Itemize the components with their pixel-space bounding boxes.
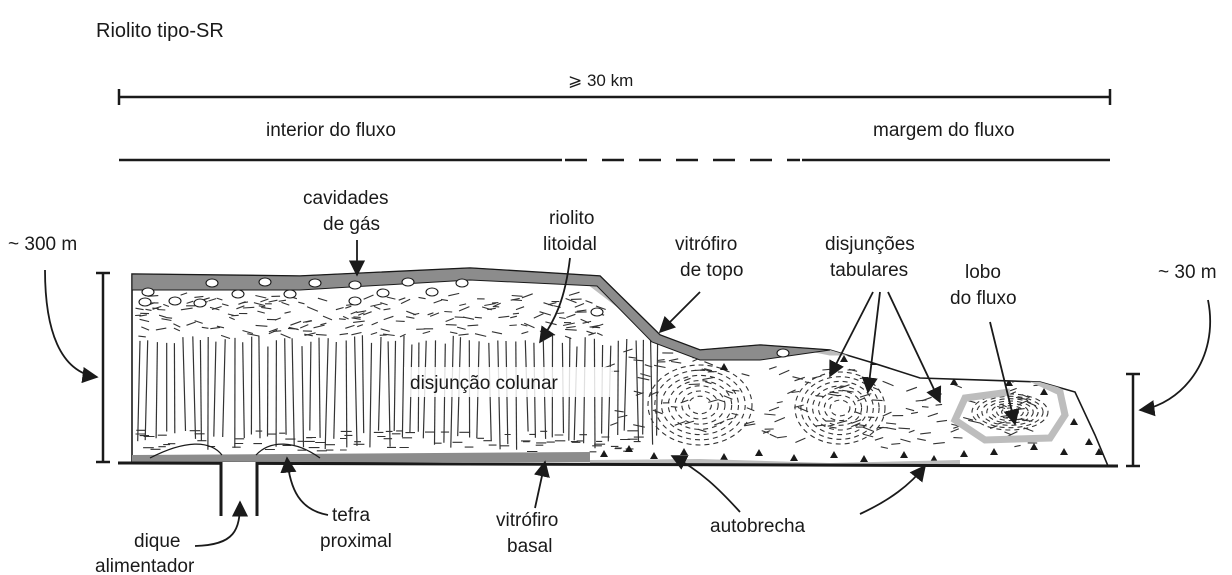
label-tefra-2: proximal (320, 531, 392, 552)
label-vitrofiro-topo-1: vitrófiro (675, 234, 737, 255)
arrow-vitrofiro-topo (660, 292, 700, 332)
height-left-label: ~ 300 m (8, 234, 77, 255)
label-vitrofiro-topo-2: de topo (680, 260, 743, 281)
height-scale-left (96, 273, 110, 462)
label-cavidades-2: de gás (323, 214, 380, 235)
label-dique-1: dique (134, 531, 181, 552)
label-riolito-2: litoidal (543, 234, 597, 255)
height-scale-right (1126, 374, 1140, 466)
height-left-arrow (45, 270, 97, 377)
label-lobo-1: lobo (965, 262, 1001, 283)
label-vitrofiro-basal-2: basal (507, 536, 552, 557)
label-riolito-1: riolito (549, 208, 594, 229)
zone-margin-label: margem do fluxo (873, 120, 1015, 141)
label-disjuncao-colunar: disjunção colunar (410, 373, 559, 394)
arrow-tefra (287, 458, 328, 515)
label-tefra-1: tefra (332, 505, 370, 526)
label-dique-2: alimentador (95, 556, 195, 575)
arrow-vitrofiro-basal (535, 462, 545, 508)
label-autobrecha: autobrecha (710, 516, 806, 537)
label-lobo-2: do fluxo (950, 288, 1017, 309)
label-vitrofiro-basal-1: vitrófiro (496, 510, 558, 531)
width-scale-bar (119, 89, 1110, 105)
label-cavidades-1: cavidades (303, 188, 389, 209)
width-scale-label: ⩾ 30 km (568, 71, 633, 90)
diagram-title: Riolito tipo-SR (96, 20, 224, 42)
zone-interior-label: interior do fluxo (266, 120, 396, 141)
height-right-arrow (1140, 300, 1210, 410)
label-disjuncoes-1: disjunções (825, 234, 915, 255)
height-right-label: ~ 30 m (1158, 262, 1217, 283)
label-disjuncoes-2: tabulares (830, 260, 908, 281)
